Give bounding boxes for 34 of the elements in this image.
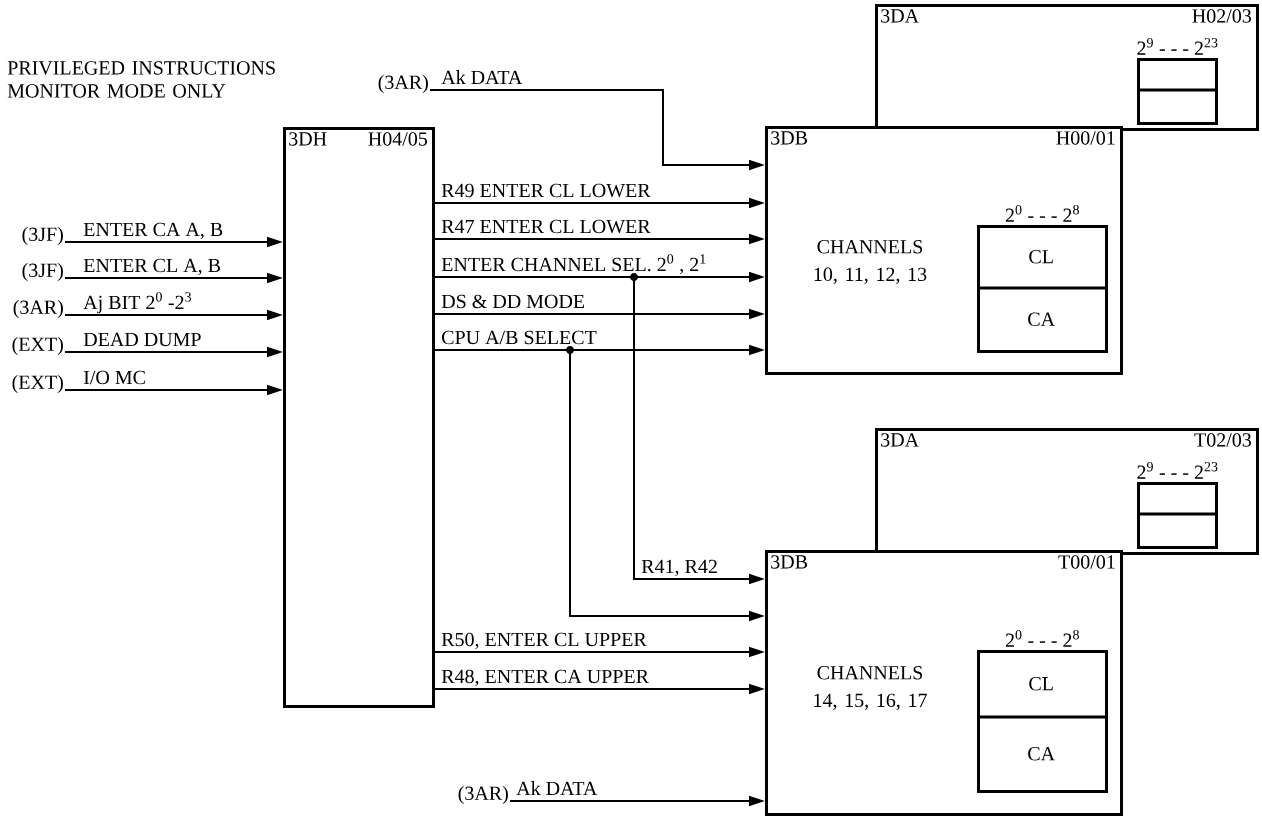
signal-label: ENTER CA A, B [83, 222, 223, 240]
circuit-card: 3DH H04/05 [283, 127, 435, 708]
register-box: 2$^{9}$ - - - 2$^{23}$ [1137, 462, 1218, 549]
source-label: (3JF) [22, 262, 63, 282]
register-field: CA [1028, 312, 1055, 326]
signal-label: R49 ENTER CL LOWER [441, 183, 651, 198]
register-field: CA [1028, 747, 1055, 761]
source-label: (EXT) [12, 374, 63, 394]
source-label: (3JF) [22, 226, 63, 246]
source-label: (3AR) [13, 299, 63, 319]
signal-label: R48, ENTER CA UPPER [441, 669, 649, 687]
note-text: PRIVILEGED INSTRUCTIONS MONITOR MODE ONLY [7, 61, 275, 98]
signal-label: Ak DATA [516, 781, 598, 796]
signal-label: R41, R42 [641, 559, 717, 577]
source-label: (EXT) [12, 336, 63, 356]
signal-label: R47 ENTER CL LOWER [441, 219, 651, 234]
node-label: 2$^{0}$ - - - 2$^{8}$ [1005, 629, 1079, 647]
node-label: 2$^{0}$ - - - 2$^{8}$ [1005, 204, 1079, 222]
node-label: 2$^{9}$ - - - 2$^{23}$ [1137, 38, 1218, 55]
register-field: CL [1029, 677, 1053, 691]
signal-label: I/O MC [83, 370, 145, 385]
source-label: (3AR) [378, 74, 428, 94]
signal-label: Ak DATA [441, 70, 523, 85]
signal-label: CPU A/B SELECT [442, 330, 597, 345]
register-field: CL [1029, 250, 1053, 264]
register-box: 2$^{9}$ - - - 2$^{23}$ [1137, 38, 1218, 125]
signal-label: DS & DD MODE [441, 294, 585, 309]
signal-label: R50, ENTER CL UPPER [441, 632, 647, 650]
signal-label: Aj BIT 2$^{0}$ -2$^{3}$ [83, 292, 192, 314]
signal-label: ENTER CL A, B [83, 258, 220, 276]
node-label: 2$^{9}$ - - - 2$^{23}$ [1137, 462, 1218, 479]
source-label: (3AR) [458, 785, 508, 805]
signal-label: ENTER CHANNEL SEL. 2$^{0}$ , 2$^{1}$ [441, 254, 706, 275]
signal-label: DEAD DUMP [83, 332, 201, 347]
